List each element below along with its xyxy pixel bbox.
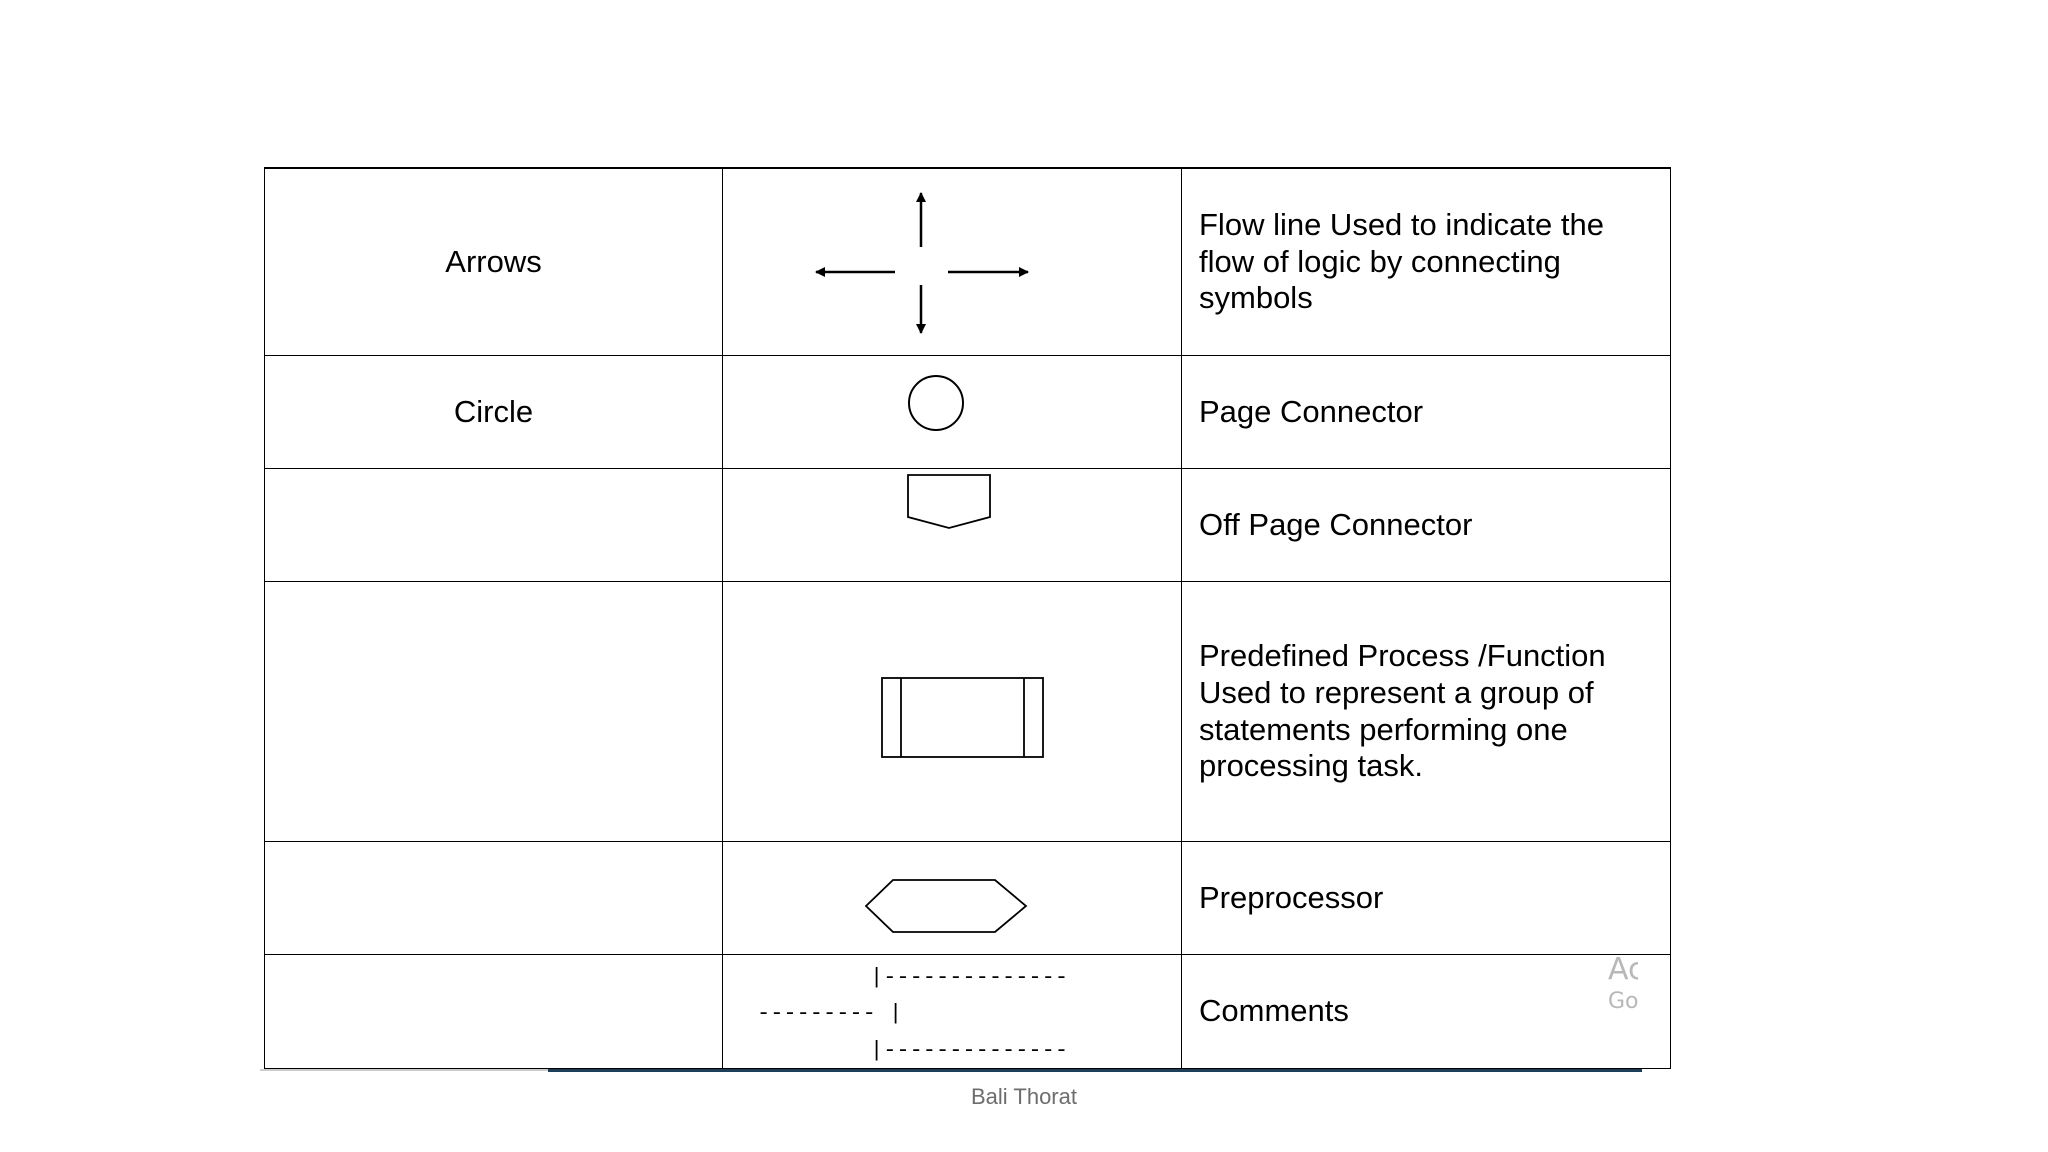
symbol-name-cell bbox=[264, 841, 723, 955]
symbol-cell: |-------------- --------- | |-----------… bbox=[722, 954, 1182, 1069]
watermark-subtitle: Go to Settings to activate Windows. bbox=[1608, 989, 1638, 1014]
hexagon-preprocessor-icon bbox=[864, 879, 1028, 933]
activation-watermark: Activate Windows Go to Settings to activ… bbox=[1608, 952, 1638, 1016]
symbol-cell bbox=[722, 468, 1182, 582]
symbol-name-cell: Arrows bbox=[264, 167, 723, 356]
symbol-description-cell: Comments bbox=[1181, 954, 1671, 1069]
symbol-description: Predefined Process /Function Used to rep… bbox=[1199, 638, 1606, 784]
symbol-name: Arrows bbox=[445, 243, 542, 279]
off-page-connector-icon bbox=[907, 474, 991, 529]
symbol-name: Circle bbox=[453, 393, 534, 429]
symbol-description: Flow line Used to indicate the flow of l… bbox=[1199, 207, 1604, 316]
symbol-cell bbox=[722, 841, 1182, 955]
footer-accent-divider bbox=[548, 1069, 1642, 1072]
symbol-cell bbox=[722, 581, 1182, 842]
symbol-description-cell: Off Page Connector bbox=[1181, 468, 1671, 582]
comment-top-line: |-------------- bbox=[870, 965, 1068, 990]
symbol-description-cell: Flow line Used to indicate the flow of l… bbox=[1181, 167, 1671, 356]
symbol-cell bbox=[722, 167, 1182, 356]
flow-arrows-icon bbox=[815, 192, 1029, 334]
symbol-description: Off Page Connector bbox=[1199, 506, 1473, 542]
symbol-cell bbox=[722, 355, 1182, 469]
predefined-process-icon bbox=[881, 677, 1044, 758]
symbol-description-cell: Predefined Process /Function Used to rep… bbox=[1181, 581, 1671, 842]
comment-bottom-line: |-------------- bbox=[870, 1038, 1068, 1063]
footer-author: Bali Thorat bbox=[971, 1084, 1077, 1109]
comment-bracket-icon: |-------------- --------- | |-----------… bbox=[757, 965, 1068, 1063]
comment-middle-line: --------- | bbox=[757, 1001, 902, 1026]
circle-connector-icon bbox=[908, 375, 964, 431]
symbol-description: Page Connector bbox=[1199, 393, 1424, 429]
symbol-name-cell bbox=[264, 581, 723, 842]
table-row: Predefined Process /Function Used to rep… bbox=[264, 581, 1671, 842]
table-row: Off Page Connector bbox=[264, 468, 1671, 582]
symbol-name-cell bbox=[264, 468, 723, 582]
symbol-description: Preprocessor bbox=[1199, 879, 1384, 915]
symbol-description-cell: Preprocessor bbox=[1181, 841, 1671, 955]
symbol-description-cell: Page Connector bbox=[1181, 355, 1671, 469]
table-row: Arrows bbox=[264, 167, 1671, 356]
symbol-name-cell bbox=[264, 954, 723, 1069]
flowchart-symbols-table: Arrows bbox=[264, 167, 1671, 1069]
watermark-title: Activate Windows bbox=[1608, 952, 1638, 987]
table-row: Preprocessor bbox=[264, 841, 1671, 955]
symbol-name-cell: Circle bbox=[264, 355, 723, 469]
symbol-description: Comments bbox=[1199, 993, 1349, 1029]
table-row: Circle Page Connector bbox=[264, 355, 1671, 469]
table-row: |-------------- --------- | |-----------… bbox=[264, 954, 1671, 1069]
